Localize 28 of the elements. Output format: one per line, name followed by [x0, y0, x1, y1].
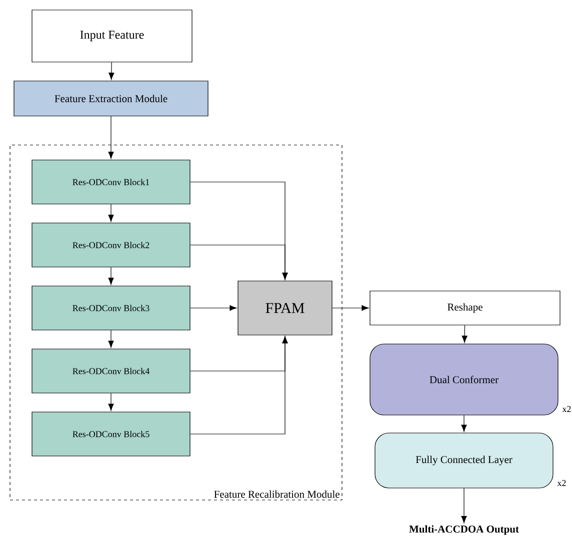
fpam-box: FPAM: [238, 280, 332, 336]
arrow: [462, 325, 468, 343]
arrow: [108, 204, 114, 222]
conformer-box: Dual Conformer: [370, 344, 558, 416]
arrow: [108, 267, 114, 285]
output-text: Multi-ACCDOA Output: [409, 525, 519, 535]
repeat-label: x2: [557, 480, 566, 486]
input-box: Input Feature: [32, 10, 192, 62]
arrow: [108, 62, 114, 80]
block-box: Res-ODConv Block5: [32, 412, 190, 456]
arrow: [461, 415, 467, 432]
arrow: [190, 305, 237, 311]
reshape-box: Reshape: [370, 290, 560, 326]
layer-box: Fully Connected Layer: [374, 432, 554, 488]
block-box: Res-ODConv Block3: [32, 286, 190, 330]
block-box: Res-ODConv Block4: [32, 348, 190, 394]
block-box: Res-ODConv Block1: [32, 160, 190, 204]
arrow: [108, 330, 114, 348]
module-box: Feature Extraction Module: [14, 80, 208, 116]
arrow: [461, 488, 467, 524]
arrow: [108, 393, 114, 411]
arrow: [332, 305, 369, 311]
block-box: Res-ODConv Block2: [32, 222, 190, 268]
arrow: [108, 116, 114, 159]
arrow: [190, 244, 288, 280]
module-label: Feature Recalibration Module: [214, 490, 340, 498]
repeat-label: x2: [562, 406, 571, 412]
arrow: [190, 336, 288, 434]
